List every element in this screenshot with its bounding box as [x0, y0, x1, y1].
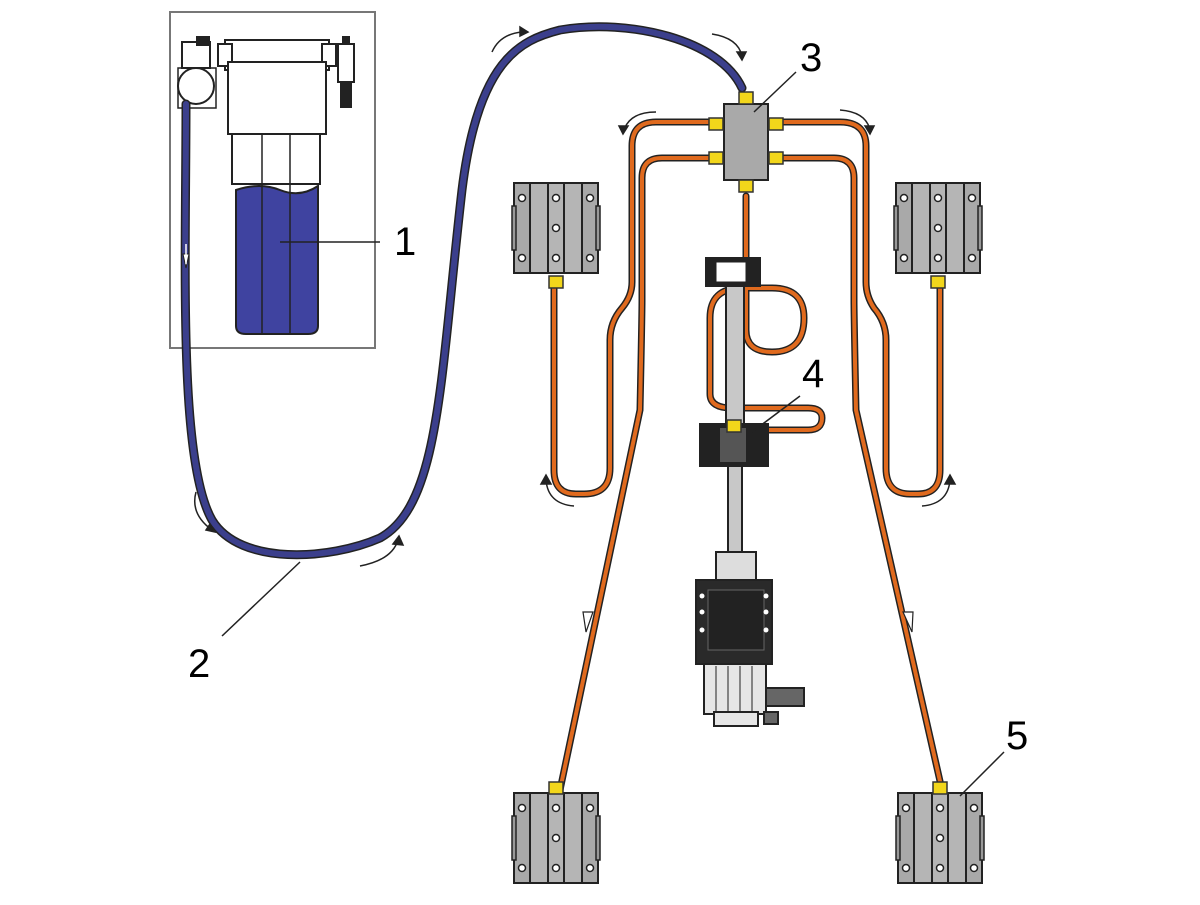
- bearing-block-upper-right: [893, 182, 983, 289]
- distribution-lines: [550, 118, 946, 794]
- leader-lines: [221, 71, 1005, 797]
- bearing-block-lower-left: [511, 781, 601, 884]
- motion-arrows: [194, 25, 957, 567]
- bearing-block-upper-left: [511, 182, 601, 289]
- distributor-block: [708, 91, 784, 193]
- supply-hose: [182, 23, 745, 558]
- callout-4: 4: [802, 352, 825, 396]
- callout-1: 1: [394, 220, 417, 264]
- callout-5: 5: [1006, 714, 1029, 758]
- callout-2: 2: [188, 642, 211, 686]
- grease-reservoir: [177, 36, 355, 335]
- bearing-block-lower-right: [895, 781, 985, 884]
- callout-3: 3: [800, 36, 823, 80]
- metering-fitting: [726, 419, 742, 433]
- central-column: [695, 257, 805, 727]
